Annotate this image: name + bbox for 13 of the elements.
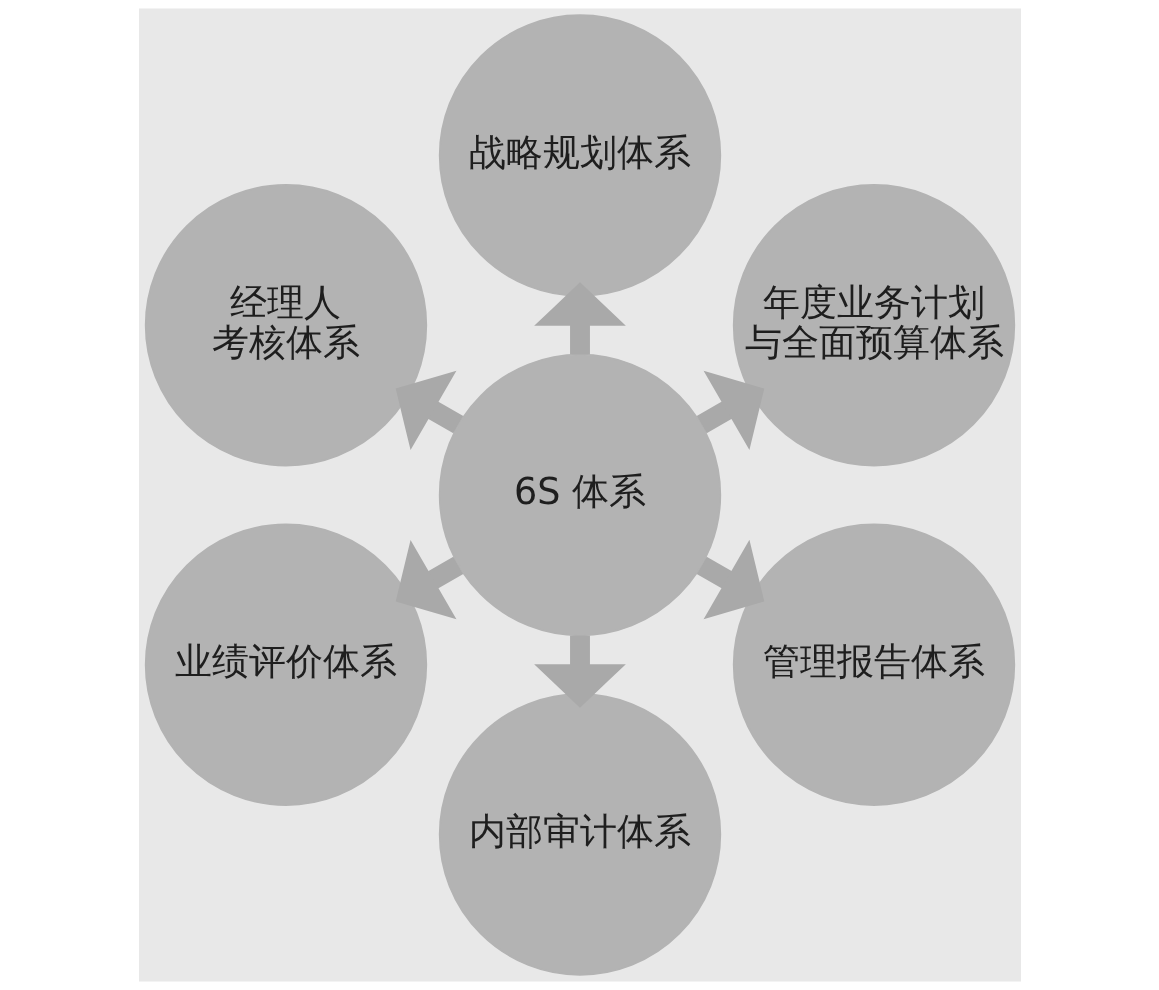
arrow (395, 539, 463, 620)
arrow (696, 539, 764, 620)
node-circle: 经理人考核体系 (144, 184, 427, 467)
node-circle: 战略规划体系 (438, 14, 721, 297)
node-circle: 内部审计体系 (438, 693, 721, 976)
node-circle: 6S 体系 (438, 353, 721, 637)
node-circle: 管理报告体系 (732, 523, 1015, 806)
arrow (533, 635, 626, 708)
node-circle: 年度业务计划与全面预算体系 (732, 184, 1015, 467)
node-circle: 业绩评价体系 (144, 523, 427, 806)
arrow (395, 370, 463, 451)
arrow (696, 370, 764, 451)
arrow (533, 282, 626, 355)
